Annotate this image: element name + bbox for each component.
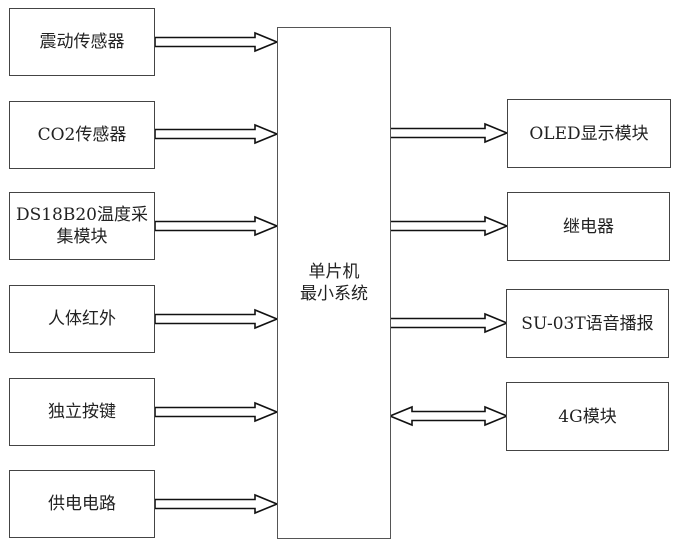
input-label: 供电电路 [48, 494, 116, 514]
output-4g-module: 4G模块 [506, 382, 669, 451]
input-ds18b20-module: DS18B20温度采 集模块 [9, 192, 155, 260]
input-label-line1: DS18B20温度采 [15, 205, 149, 225]
bidirectional-arrow [387, 405, 510, 427]
input-vibration-sensor: 震动传感器 [9, 8, 155, 76]
input-label: 人体红外 [48, 309, 116, 329]
output-su03t-voice: SU-03T语音播报 [506, 289, 669, 358]
input-pir-sensor: 人体红外 [9, 285, 155, 353]
output-arrow [389, 215, 510, 237]
input-arrow [154, 401, 280, 423]
input-label-line2: 集模块 [56, 227, 108, 247]
input-label: CO2传感器 [37, 125, 127, 145]
output-label: 4G模块 [558, 406, 617, 427]
output-arrow [389, 312, 510, 334]
mcu-label-line2: 最小系统 [300, 284, 368, 304]
input-arrow [154, 493, 280, 515]
input-arrow [154, 31, 280, 53]
mcu-label-line1: 单片机 [308, 262, 360, 282]
input-label: 独立按键 [48, 402, 116, 422]
input-co2-sensor: CO2传感器 [9, 101, 155, 169]
mcu-minimum-system: 单片机 最小系统 [277, 27, 391, 539]
input-independent-keys: 独立按键 [9, 378, 155, 446]
output-label: 继电器 [563, 216, 614, 237]
input-arrow [154, 308, 280, 330]
output-arrow [389, 122, 510, 144]
input-label: 震动传感器 [39, 32, 125, 52]
output-label: SU-03T语音播报 [521, 313, 654, 334]
input-power-circuit: 供电电路 [9, 470, 155, 538]
output-oled-display: OLED显示模块 [507, 99, 671, 168]
output-label: OLED显示模块 [529, 123, 649, 144]
input-arrow [154, 123, 280, 145]
output-relay: 继电器 [507, 192, 670, 261]
input-arrow [154, 215, 280, 237]
